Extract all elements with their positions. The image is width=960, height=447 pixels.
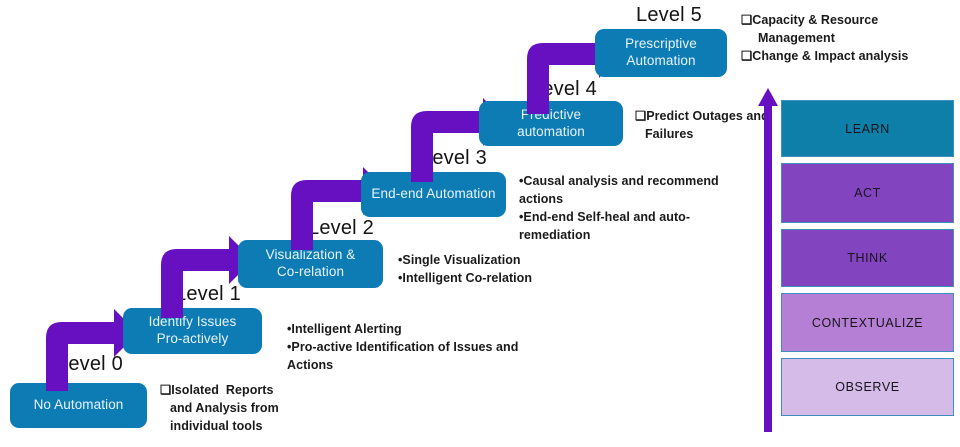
notes-level-3: •Causal analysis and recommend actions •… [519, 172, 749, 245]
note-line: ❑Predict Outages and [635, 109, 769, 123]
level-label-2: Level 2 [308, 217, 374, 239]
notes-level-5: ❑Capacity & Resource Management ❑Change … [741, 11, 956, 65]
stage-box-level-5[interactable]: Prescriptive Automation [595, 29, 727, 77]
capability-band-label: LEARN [845, 121, 890, 136]
arrow-up-icon [758, 88, 778, 432]
capability-band-label: OBSERVE [835, 380, 900, 394]
note-line: •Pro-active Identification of Issues and [287, 340, 519, 355]
note-line: Management [751, 31, 835, 46]
stage-box-label: No Automation [33, 397, 124, 413]
elbow-arrow-0-to-1 [40, 303, 140, 391]
capability-progression-arrow [757, 88, 779, 432]
elbow-arrow-1-to-2 [155, 228, 255, 318]
capability-band-contextualize[interactable]: CONTEXTUALIZE [781, 293, 954, 352]
stage-box-level-1[interactable]: Identify Issues Pro-actively [123, 308, 262, 354]
level-label-1: Level 1 [175, 283, 241, 305]
note-line: •Intelligent Co-relation [398, 271, 533, 286]
note-line: •Single Visualization [398, 253, 521, 267]
notes-level-0: ❑Isolated Reports and Analysis from indi… [160, 381, 330, 435]
note-line: Failures [645, 127, 694, 142]
note-line: •End-end Self-heal and auto- [519, 210, 691, 225]
notes-level-1: •Intelligent Alerting •Pro-active Identi… [287, 320, 557, 374]
notes-level-2: •Single Visualization •Intelligent Co-re… [398, 251, 638, 287]
capability-band-observe[interactable]: OBSERVE [781, 358, 954, 416]
level-label-5: Level 5 [636, 4, 702, 26]
note-line: individual tools [170, 419, 263, 434]
stage-box-label: Prescriptive Automation [625, 36, 697, 68]
note-line: •Causal analysis and recommend [519, 174, 719, 188]
elbow-arrow-icon [46, 309, 138, 391]
stage-box-level-4[interactable]: Predictive automation [479, 101, 623, 146]
note-line: •Intelligent Alerting [287, 322, 402, 336]
capability-band-label: ACT [854, 186, 881, 200]
level-label-0: Level 0 [57, 353, 123, 375]
capability-band-label: THINK [847, 251, 888, 265]
note-line: ❑Capacity & Resource [741, 13, 879, 27]
stage-box-level-0[interactable]: No Automation [10, 383, 147, 428]
capability-band-think[interactable]: THINK [781, 229, 954, 287]
capability-stack: LEARN ACT THINK CONTEXTUALIZE OBSERVE [781, 100, 954, 422]
note-line: Actions [287, 358, 334, 373]
stage-box-label: End-end Automation [371, 186, 496, 202]
stage-box-label: Identify Issues Pro-actively [148, 314, 237, 346]
note-line: remediation [519, 228, 591, 243]
stage-box-level-3[interactable]: End-end Automation [361, 172, 506, 217]
notes-level-4: ❑Predict Outages and Failures [635, 107, 795, 143]
capability-band-act[interactable]: ACT [781, 163, 954, 223]
stage-box-label: Visualization & Co-relation [265, 247, 356, 279]
stage-box-level-2[interactable]: Visualization & Co-relation [238, 240, 383, 288]
capability-band-learn[interactable]: LEARN [781, 100, 954, 157]
note-line: ❑Change & Impact analysis [741, 49, 909, 64]
note-line: and Analysis from [170, 401, 279, 416]
note-line: ❑Isolated Reports [160, 383, 274, 397]
note-line: actions [519, 192, 564, 207]
capability-band-label: CONTEXTUALIZE [811, 315, 924, 330]
elbow-arrow-icon [161, 236, 253, 318]
level-label-3: Level 3 [421, 147, 487, 169]
